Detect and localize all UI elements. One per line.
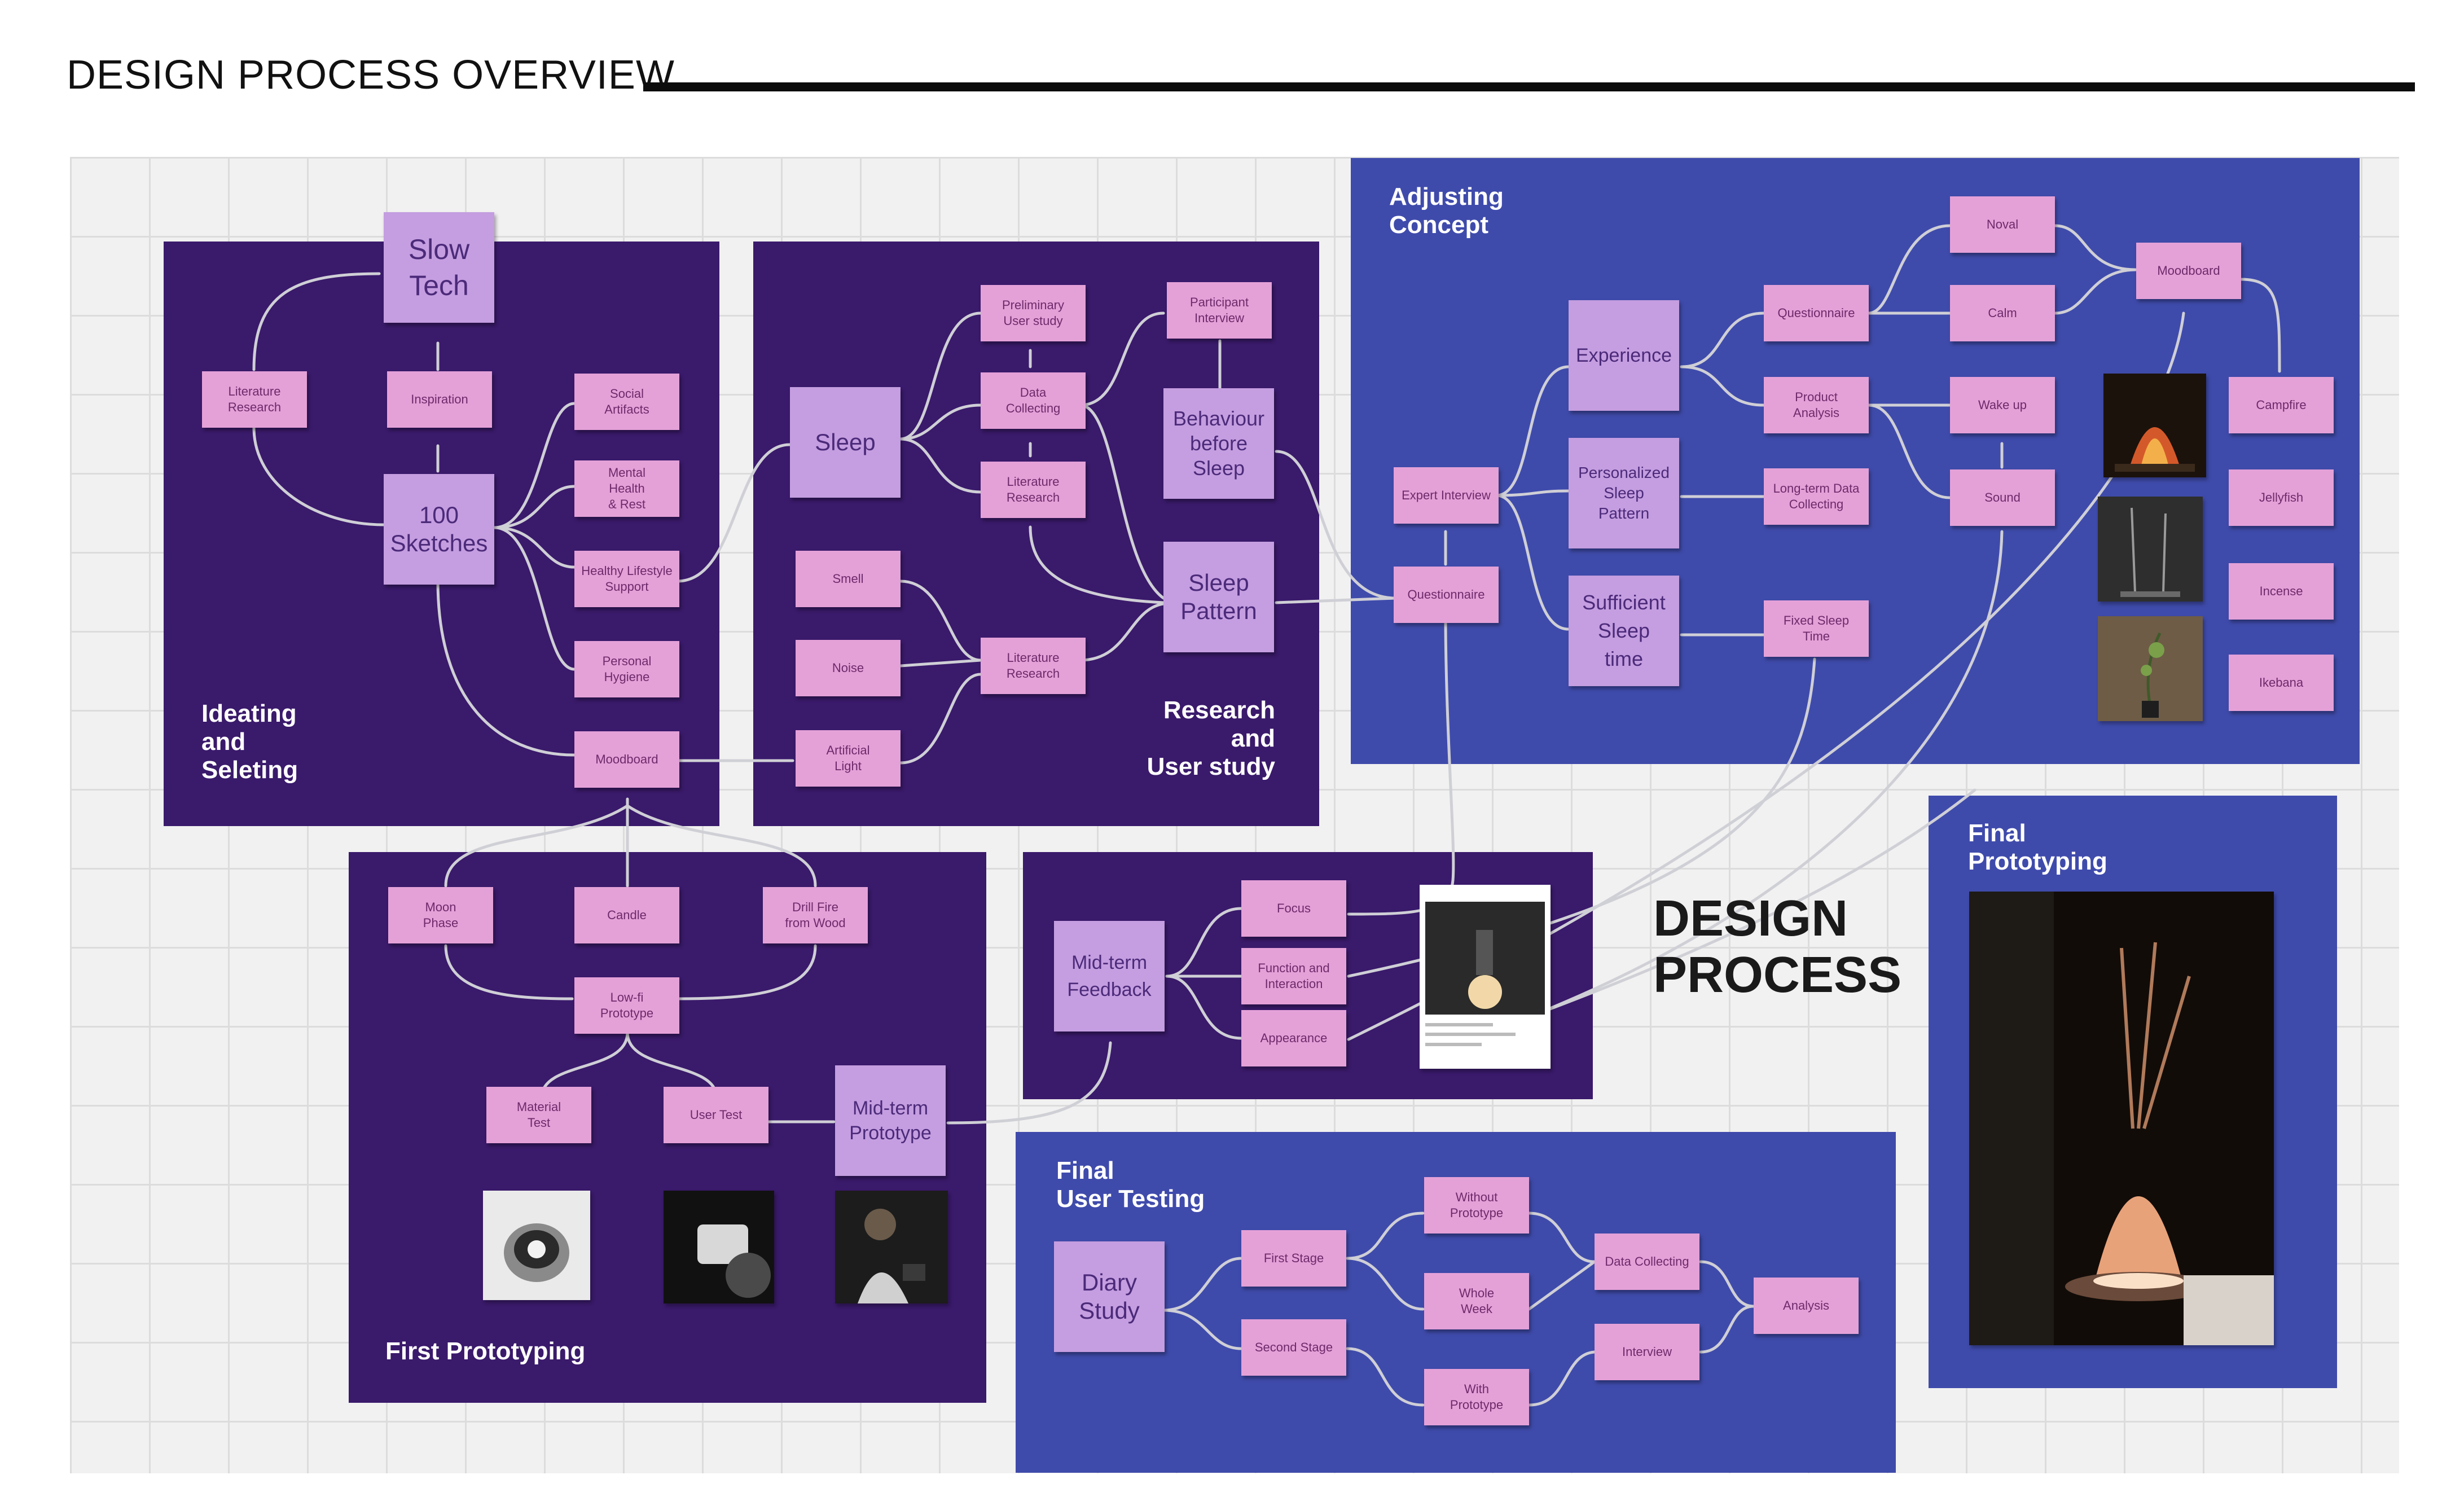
panel-title-adjusting: Adjusting Concept — [1389, 183, 1504, 239]
final-prototype-photo — [1969, 892, 2274, 1345]
note-diary-study[interactable]: Diary Study — [1054, 1241, 1165, 1352]
note-calm[interactable]: Calm — [1950, 285, 2055, 341]
note-midterm-feedback[interactable]: Mid-term Feedback — [1054, 921, 1165, 1031]
note-product-analysis[interactable]: Product Analysis — [1764, 377, 1869, 433]
note-literature-research[interactable]: Literature Research — [202, 371, 307, 428]
note-candle[interactable]: Candle — [574, 887, 679, 943]
note-smell[interactable]: Smell — [796, 551, 901, 607]
note-sound[interactable]: Sound — [1950, 469, 2055, 526]
panel-title-research: Research and User study — [1147, 696, 1275, 780]
note-participant-interview[interactable]: Participant Interview — [1167, 282, 1272, 339]
note-inspiration[interactable]: Inspiration — [387, 371, 492, 428]
panel-title-final-testing: Final User Testing — [1056, 1157, 1205, 1213]
note-campfire[interactable]: Campfire — [2229, 377, 2334, 433]
note-questionnaire-2[interactable]: Questionnaire — [1764, 285, 1869, 341]
design-process-label: DESIGN PROCESS — [1653, 890, 1902, 1003]
note-moodboard-2[interactable]: Moodboard — [2136, 243, 2241, 299]
note-sleep-pattern[interactable]: Sleep Pattern — [1163, 542, 1274, 652]
material-test-photo — [483, 1191, 590, 1300]
note-noval[interactable]: Noval — [1950, 196, 2055, 253]
note-moon-phase[interactable]: Moon Phase — [388, 887, 493, 943]
incense-sticks-photo — [2098, 497, 2203, 602]
note-personal-hygiene[interactable]: Personal Hygiene — [574, 641, 679, 697]
note-interview[interactable]: Interview — [1595, 1324, 1699, 1380]
note-analysis[interactable]: Analysis — [1754, 1278, 1859, 1334]
note-questionnaire[interactable]: Questionnaire — [1394, 567, 1499, 623]
note-with-prototype[interactable]: With Prototype — [1424, 1369, 1529, 1425]
note-literature-research-3[interactable]: Literature Research — [981, 638, 1086, 694]
user-test-photo — [664, 1191, 774, 1303]
note-fixed-sleep-time[interactable]: Fixed Sleep Time — [1764, 600, 1869, 657]
note-whole-week[interactable]: Whole Week — [1424, 1273, 1529, 1329]
note-literature-research-2[interactable]: Literature Research — [981, 462, 1086, 518]
note-wake-up[interactable]: Wake up — [1950, 377, 2055, 433]
note-midterm-prototype[interactable]: Mid-term Prototype — [835, 1065, 946, 1176]
note-experience[interactable]: Experience — [1569, 300, 1679, 411]
note-healthy-lifestyle[interactable]: Healthy Lifestyle Support — [574, 551, 679, 607]
note-moodboard[interactable]: Moodboard — [574, 731, 679, 788]
midterm-prototype-photo — [835, 1191, 948, 1303]
note-without-prototype[interactable]: Without Prototype — [1424, 1177, 1529, 1234]
note-function-interaction[interactable]: Function and Interaction — [1241, 948, 1346, 1004]
note-longterm-data-collecting[interactable]: Long-term Data Collecting — [1764, 468, 1869, 525]
note-preliminary-user-study[interactable]: Preliminary User study — [981, 285, 1086, 341]
panel-title-final-prototyping: Final Prototyping — [1968, 819, 2107, 875]
note-data-collecting-2[interactable]: Data Collecting — [1595, 1234, 1699, 1290]
note-sleep[interactable]: Sleep — [790, 387, 901, 498]
note-focus[interactable]: Focus — [1241, 880, 1346, 937]
note-first-stage[interactable]: First Stage — [1241, 1230, 1346, 1287]
campfire-photo — [2103, 374, 2206, 477]
note-100-sketches[interactable]: 100 Sketches — [384, 474, 494, 585]
note-data-collecting[interactable]: Data Collecting — [981, 372, 1086, 429]
note-expert-interview[interactable]: Expert Interview — [1394, 467, 1499, 524]
page-title: DESIGN PROCESS OVERVIEW — [67, 52, 675, 98]
panel-title-ideating: Ideating and Seleting — [201, 700, 298, 784]
note-personalized-sleep-pattern[interactable]: Personalized Sleep Pattern — [1569, 438, 1679, 548]
note-user-test[interactable]: User Test — [664, 1087, 768, 1143]
note-appearance[interactable]: Appearance — [1241, 1010, 1346, 1066]
note-artificial-light[interactable]: Artificial Light — [796, 730, 901, 787]
note-material-test[interactable]: Material Test — [486, 1087, 591, 1143]
panel-title-first-prototyping: First Prototyping — [385, 1337, 586, 1365]
note-sufficient-sleep-time[interactable]: Sufficient Sleep time — [1569, 576, 1679, 686]
note-noise[interactable]: Noise — [796, 640, 901, 696]
note-slow-tech[interactable]: Slow Tech — [384, 212, 494, 323]
note-behaviour-before-sleep[interactable]: Behaviour before Sleep — [1163, 388, 1274, 499]
note-second-stage[interactable]: Second Stage — [1241, 1319, 1346, 1376]
note-social-artifacts[interactable]: Social Artifacts — [574, 374, 679, 430]
note-ikebana[interactable]: Ikebana — [2229, 655, 2334, 711]
note-incense[interactable]: Incense — [2229, 563, 2334, 620]
title-rule — [643, 82, 2415, 91]
note-mental-health[interactable]: Mental Health & Rest — [574, 460, 679, 517]
note-drill-fire[interactable]: Drill Fire from Wood — [763, 887, 868, 943]
note-lofi-prototype[interactable]: Low-fi Prototype — [574, 977, 679, 1034]
ikebana-photo — [2098, 616, 2203, 721]
note-jellyfish[interactable]: Jellyfish — [2229, 469, 2334, 526]
feedback-poster-photo — [1420, 885, 1551, 1069]
